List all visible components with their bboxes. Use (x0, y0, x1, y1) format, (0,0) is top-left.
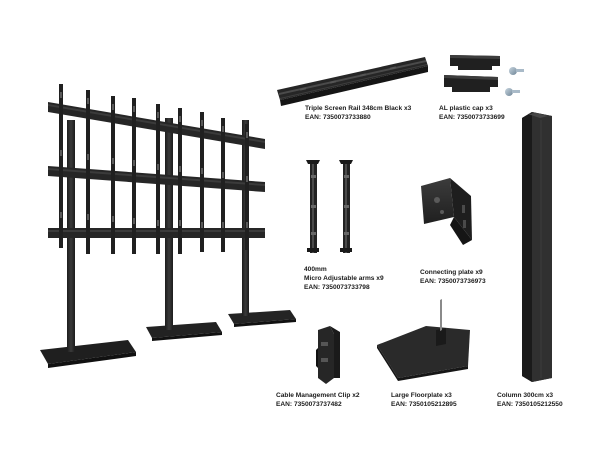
cable-clip-ean: EAN: 7350073737482 (276, 401, 342, 408)
connecting-plate-name: Connecting plate x9 (420, 269, 483, 276)
adjustable-arm-illustration (306, 160, 353, 253)
connecting-plate-illustration (421, 178, 472, 245)
floorplate-ean: EAN: 7350105212895 (391, 401, 457, 408)
micro-arms-size: 400mm (304, 266, 327, 273)
connecting-plate-caption: Connecting plate x9 EAN: 7350073736973 (420, 268, 486, 286)
column-caption: Column 300cm x3 EAN: 7350105212550 (497, 391, 563, 409)
micro-arms-caption: 400mm Micro Adjustable arms x9 EAN: 7350… (304, 265, 384, 292)
plastic-cap-illustration (444, 55, 500, 92)
plastic-cap-caption: AL plastic cap x3 EAN: 7350073733699 (439, 104, 505, 122)
micro-arms-ean: EAN: 7350073733798 (304, 284, 370, 291)
floorplate-illustration (377, 299, 470, 381)
micro-arms-name: Micro Adjustable arms x9 (304, 275, 384, 282)
screen-rail-illustration (277, 57, 428, 106)
plastic-cap-name: AL plastic cap x3 (439, 105, 493, 112)
cable-clip-caption: Cable Management Clip x2 EAN: 7350073737… (276, 391, 360, 409)
screw-icon (505, 67, 524, 96)
column-illustration (522, 112, 552, 382)
cable-clip-illustration (316, 326, 340, 384)
column-ean: EAN: 7350105212550 (497, 401, 563, 408)
floorplate-caption: Large Floorplate x3 EAN: 7350105212895 (391, 391, 457, 409)
floorplate-name: Large Floorplate x3 (391, 392, 452, 399)
column-name: Column 300cm x3 (497, 392, 554, 399)
video-wall-stand-illustration (40, 84, 296, 368)
plastic-cap-ean: EAN: 7350073733699 (439, 114, 505, 121)
connecting-plate-ean: EAN: 7350073736973 (420, 278, 486, 285)
screen-rail-ean: EAN: 7350073733880 (305, 114, 371, 121)
screen-rail-caption: Triple Screen Rail 348cm Black x3 EAN: 7… (305, 104, 411, 122)
screen-rail-name: Triple Screen Rail 348cm Black x3 (305, 105, 412, 112)
cable-clip-name: Cable Management Clip x2 (276, 392, 360, 399)
